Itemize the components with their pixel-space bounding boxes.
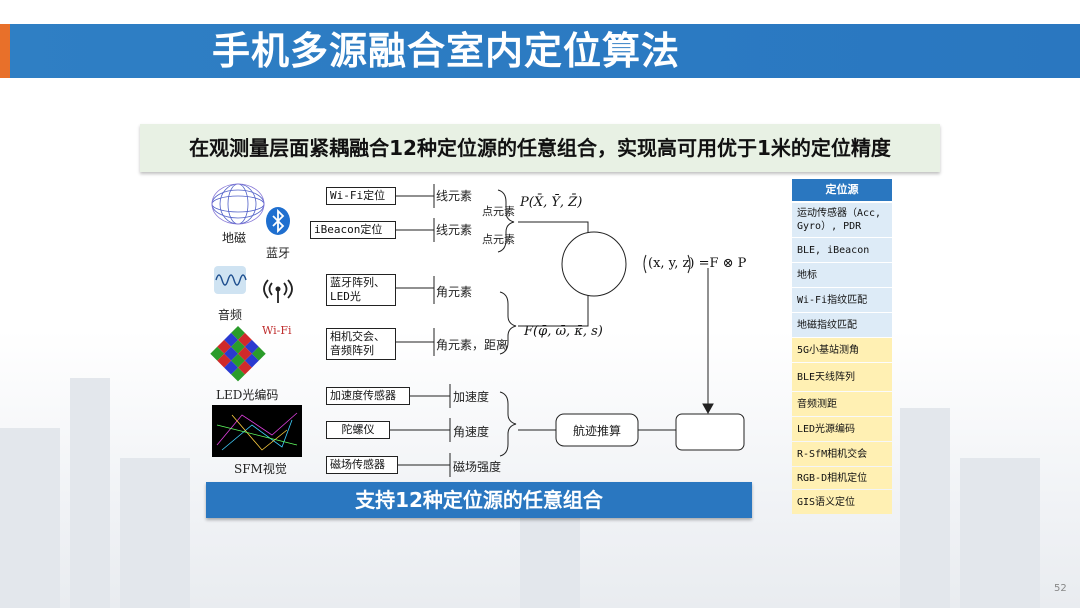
sfm-vision-icon [212,405,302,457]
source-table-item: 运动传感器（Acc, Gyro）, PDR [792,203,892,237]
angle-element-1: 角元素 [436,285,473,299]
formula-f: F(φ̄, ω̄, κ̄, s) [524,324,603,339]
source-table-item: GIS语义定位 [792,490,892,514]
formula-p: P(X̄, Ȳ, Z̄) [520,195,583,210]
bluetooth-label: 蓝牙 [266,246,291,260]
audio-label: 音频 [218,308,243,322]
subtitle-box: 在观测量层面紧耦融合12种定位源的任意组合，实现高可用优于1米的定位精度 [140,124,940,172]
formula-fusion: (x, y, z) =F ⊗ P [648,256,747,271]
page-title: 手机多源融合室内定位算法 [212,29,681,73]
accel-element: 加速度 [453,390,490,404]
source-ibeacon-box: iBeacon定位 [310,221,396,239]
source-table-item: 音频测距 [792,392,892,416]
wifi-label: Wi-Fi [262,324,292,337]
city-background [0,330,1080,608]
source-table-item: Wi-Fi指纹匹配 [792,288,892,312]
source-table-item: RGB-D相机定位 [792,467,892,489]
page-number: 52 [1054,583,1067,594]
source-mag-box: 磁场传感器 [326,456,398,474]
angle-element-2: 角元素，距离 [436,338,509,352]
source-table-header: 定位源 [792,179,892,201]
wifi-tower-icon [263,279,293,303]
source-cam-audio-box: 相机交会、音频阵列 [326,328,396,360]
led-grid-icon [210,326,266,382]
point-element-2: 点元素 [482,233,515,246]
angvel-element: 角速度 [453,425,490,439]
point-element-1: 点元素 [482,205,515,218]
source-table-item: LED光源编码 [792,417,892,441]
source-bt-led-box: 蓝牙阵列、LED光 [326,274,396,306]
dead-reckoning-label: 航迹推算 [572,424,621,438]
led-label: LED光编码 [216,388,279,402]
source-table-item: R-SfM相机交会 [792,442,892,466]
source-table-item: BLE天线阵列 [792,363,892,391]
line-element-1: 线元素 [436,189,473,203]
geomagnetic-icon [211,183,265,225]
banner: 支持12种定位源的任意组合 [206,482,752,518]
magstr-element: 磁场强度 [453,460,502,474]
source-gyro-box: 陀螺仪 [326,421,390,439]
sfm-label: SFM视觉 [234,462,287,476]
source-table-item: 5G小基站测角 [792,338,892,362]
header-bar [0,24,1080,78]
bluetooth-icon [266,207,290,235]
line-element-2: 线元素 [436,223,473,237]
source-accel-box: 加速度传感器 [326,387,410,405]
source-table-item: BLE, iBeacon [792,238,892,262]
source-table-item: 地标 [792,263,892,287]
geomagnetic-label: 地磁 [222,231,247,245]
source-table-item: 地磁指纹匹配 [792,313,892,337]
source-wifi-box: Wi-Fi定位 [326,187,396,205]
audio-icon [214,266,247,294]
